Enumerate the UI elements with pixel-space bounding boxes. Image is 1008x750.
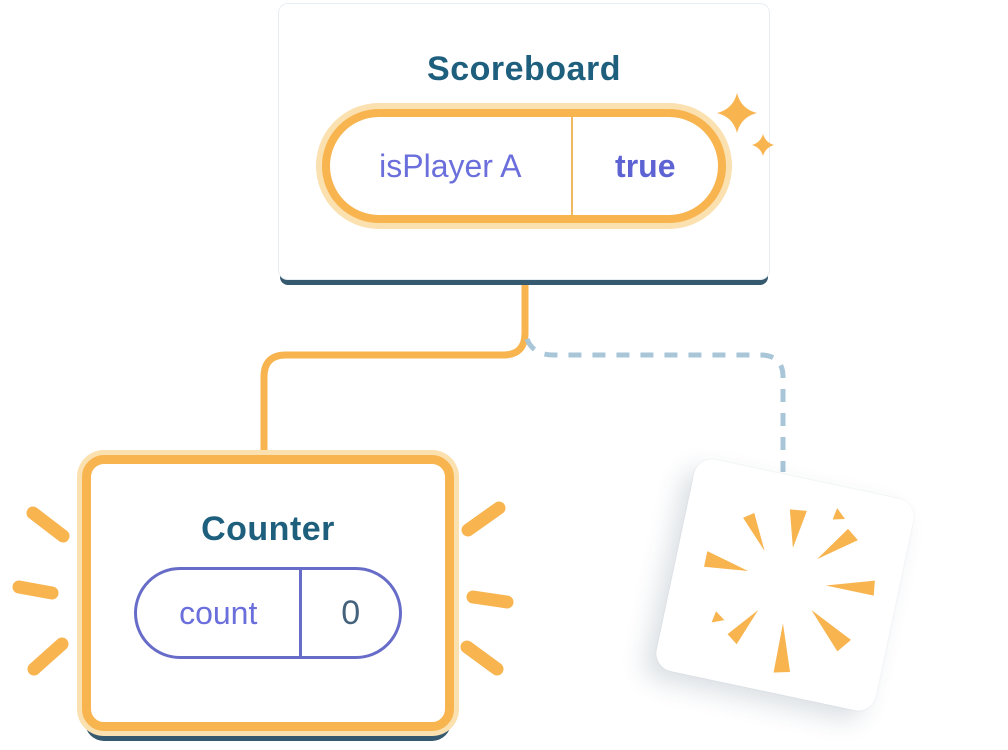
state-pill-divider bbox=[570, 117, 573, 215]
state-value-cell: true bbox=[573, 117, 718, 215]
counter-card: Counter count 0 bbox=[82, 455, 454, 731]
counter-title: Counter bbox=[201, 510, 335, 548]
counter-state-key-cell: count bbox=[137, 570, 299, 656]
state-key-label: isPlayer A bbox=[379, 147, 522, 184]
scoreboard-card: Scoreboard isPlayer A true bbox=[278, 3, 770, 280]
poof-icon bbox=[704, 508, 875, 673]
removed-component-card bbox=[652, 456, 918, 714]
tree-edge-scoreboard-removed bbox=[524, 337, 786, 472]
counter-state-pill-divider bbox=[299, 570, 303, 656]
sparkles-icon bbox=[717, 93, 774, 156]
scoreboard-title: Scoreboard bbox=[427, 50, 621, 88]
poof-rays bbox=[704, 508, 875, 673]
tree-edge-scoreboard-counter bbox=[260, 277, 529, 464]
counter-state-key-label: count bbox=[179, 594, 258, 631]
scoreboard-state-pill: isPlayer A true bbox=[322, 109, 726, 223]
counter-state-value-cell: 0 bbox=[302, 570, 399, 656]
state-key-cell: isPlayer A bbox=[330, 117, 571, 215]
state-value-label: true bbox=[615, 147, 676, 184]
counter-state-value-label: 0 bbox=[341, 593, 361, 632]
counter-state-pill: count 0 bbox=[134, 567, 402, 659]
